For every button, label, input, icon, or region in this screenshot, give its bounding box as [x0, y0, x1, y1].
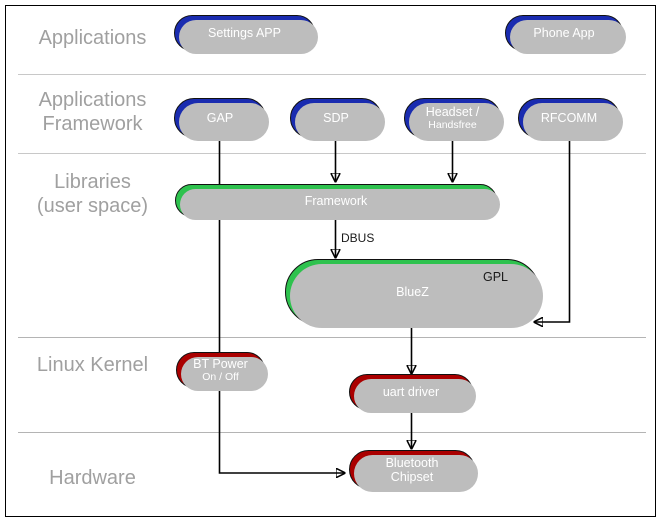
separator-libraries — [18, 337, 646, 338]
node-label: Settings APP — [208, 26, 281, 40]
node-rfcomm[interactable]: RFCOMM — [518, 98, 623, 141]
node-bluetooth-chipset[interactable]: Bluetooth Chipset — [349, 450, 478, 492]
node-label: SDP — [323, 111, 349, 125]
node-framework[interactable]: Framework — [175, 184, 500, 220]
separator-applications — [18, 74, 646, 75]
separator-linux-kernel — [18, 432, 646, 433]
diagram-border — [5, 5, 656, 517]
node-label: RFCOMM — [540, 111, 598, 125]
node-sublabel: On / Off — [202, 371, 239, 383]
node-sublabel: Handsfree — [428, 119, 477, 131]
node-label: Framework — [304, 193, 368, 208]
node-gap[interactable]: GAP — [174, 98, 269, 141]
node-label: GAP — [206, 111, 234, 125]
layer-label-libraries: Libraries (user space) — [36, 171, 149, 217]
node-label: uart driver — [382, 385, 440, 399]
node-label: BlueZ — [396, 285, 429, 299]
layer-label-hardware: Hardware — [49, 467, 136, 489]
node-label: BT Power — [193, 357, 248, 371]
layer-label-applications-framework: Applications Framework — [38, 89, 147, 135]
edge-label-dbus: DBUS — [341, 231, 375, 245]
node-headset-handsfree[interactable]: Headset / Handsfree — [404, 98, 504, 141]
node-phone-app[interactable]: Phone App — [505, 15, 626, 54]
node-uart-driver[interactable]: uart driver — [349, 374, 476, 413]
node-sdp[interactable]: SDP — [290, 98, 385, 141]
separator-applications-framework — [18, 153, 646, 154]
node-settings-app[interactable]: Settings APP — [174, 15, 318, 54]
layer-label-linux-kernel: Linux Kernel — [36, 354, 149, 376]
node-bt-power[interactable]: BT Power On / Off — [176, 352, 268, 391]
node-label: Bluetooth — [385, 455, 439, 470]
node-label: Phone App — [533, 26, 595, 40]
node-sublabel: Chipset — [390, 469, 434, 484]
node-label: Headset / — [425, 105, 480, 119]
bluez-gpl-badge: GPL — [483, 270, 509, 284]
node-bluez[interactable]: BlueZ — [285, 259, 543, 328]
layer-label-applications: Applications — [38, 27, 147, 49]
